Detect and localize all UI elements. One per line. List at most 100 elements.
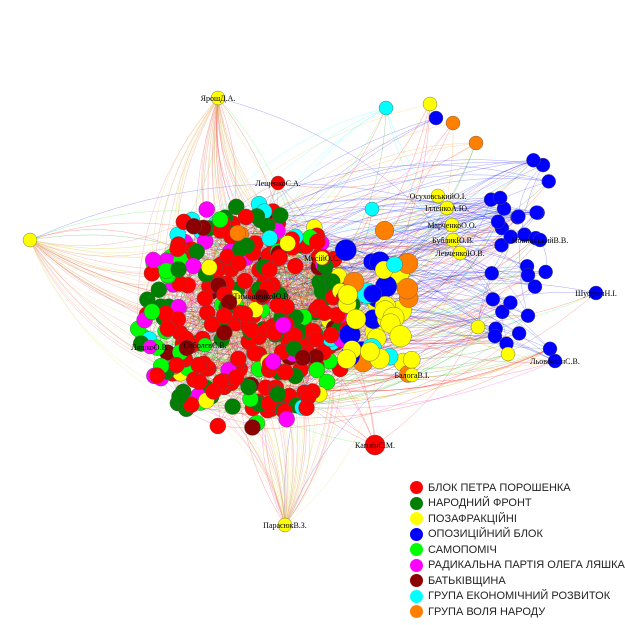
node-labeled-ob[interactable]	[532, 232, 548, 248]
node-nf[interactable]	[269, 385, 287, 403]
node-poza[interactable]	[22, 232, 38, 248]
node-eko[interactable]	[378, 100, 394, 116]
node-bpp[interactable]	[261, 261, 278, 279]
node-rad[interactable]	[278, 410, 295, 428]
node-labeled-poza[interactable]	[210, 90, 226, 106]
node-rad[interactable]	[145, 251, 162, 269]
node-labeled-poza[interactable]	[404, 367, 420, 383]
node-bpp[interactable]	[236, 272, 254, 290]
node-bpp[interactable]	[277, 363, 294, 381]
node-ob[interactable]	[503, 229, 518, 245]
node-nf[interactable]	[150, 281, 168, 298]
node-bpp[interactable]	[307, 330, 325, 348]
node-bpp[interactable]	[196, 290, 214, 307]
node-poza[interactable]	[337, 349, 357, 369]
node-sam[interactable]	[308, 361, 326, 379]
node-bpp[interactable]	[148, 367, 166, 384]
node-nf[interactable]	[188, 243, 205, 260]
node-rad[interactable]	[264, 353, 282, 370]
node-bpp[interactable]	[190, 356, 207, 374]
node-ob[interactable]	[334, 239, 357, 262]
node-nf[interactable]	[272, 207, 289, 224]
node-poza[interactable]	[337, 284, 358, 305]
node-bpp[interactable]	[159, 320, 177, 338]
node-poza[interactable]	[470, 319, 486, 335]
node-labeled-poza[interactable]	[445, 232, 461, 248]
node-ob[interactable]	[529, 205, 544, 220]
node-poza[interactable]	[201, 259, 218, 276]
node-labeled-ob[interactable]	[588, 285, 604, 301]
node-ob[interactable]	[541, 174, 556, 189]
node-nf[interactable]	[232, 240, 249, 258]
node-vol[interactable]	[445, 115, 461, 131]
node-bpp[interactable]	[209, 417, 227, 435]
node-ob[interactable]	[503, 295, 518, 310]
node-bpp[interactable]	[322, 326, 340, 344]
node-bpp[interactable]	[230, 254, 247, 272]
node-bpp[interactable]	[169, 240, 186, 258]
node-poza[interactable]	[402, 351, 421, 369]
node-eko[interactable]	[364, 201, 380, 217]
node-bpp[interactable]	[168, 356, 185, 374]
node-ob[interactable]	[542, 341, 558, 356]
node-bat[interactable]	[294, 349, 312, 366]
node-bpp[interactable]	[203, 316, 221, 333]
node-bat[interactable]	[215, 324, 233, 341]
node-bpp[interactable]	[191, 373, 208, 391]
node-bpp[interactable]	[298, 399, 315, 417]
node-bpp[interactable]	[230, 350, 247, 367]
node-ob[interactable]	[428, 110, 444, 126]
node-rad[interactable]	[198, 201, 215, 218]
node-bpp[interactable]	[236, 305, 254, 323]
node-ob[interactable]	[526, 153, 541, 168]
node-sam[interactable]	[143, 303, 161, 320]
node-vol[interactable]	[375, 220, 395, 240]
node-bat[interactable]	[244, 419, 261, 436]
node-labeled-sam[interactable]	[197, 337, 213, 353]
node-bpp[interactable]	[205, 383, 222, 400]
node-eko[interactable]	[386, 256, 403, 273]
node-labeled-poza[interactable]	[430, 188, 446, 204]
node-ob[interactable]	[495, 304, 510, 320]
node-bpp[interactable]	[271, 249, 288, 266]
node-nf[interactable]	[170, 261, 187, 278]
node-labeled-poza[interactable]	[314, 250, 330, 266]
node-poza[interactable]	[345, 309, 367, 330]
node-ob[interactable]	[494, 238, 509, 253]
node-bpp[interactable]	[157, 305, 174, 322]
node-ob[interactable]	[487, 328, 503, 344]
node-poza[interactable]	[422, 96, 438, 112]
node-bpp[interactable]	[215, 307, 233, 324]
node-ob[interactable]	[484, 266, 499, 281]
node-bpp[interactable]	[243, 321, 260, 339]
node-sam[interactable]	[318, 373, 336, 391]
node-ob[interactable]	[490, 214, 506, 229]
node-ob[interactable]	[520, 308, 536, 323]
node-ob[interactable]	[363, 284, 382, 303]
node-rad[interactable]	[275, 316, 292, 334]
node-bat[interactable]	[185, 218, 202, 235]
node-ob[interactable]	[538, 264, 553, 280]
node-ob[interactable]	[492, 190, 508, 206]
node-poza[interactable]	[500, 346, 516, 362]
node-nf[interactable]	[224, 398, 241, 415]
node-ob[interactable]	[520, 267, 536, 283]
node-bpp[interactable]	[287, 257, 304, 275]
node-labeled-bpp[interactable]	[270, 175, 286, 191]
node-ob[interactable]	[485, 292, 501, 307]
node-poza[interactable]	[360, 341, 380, 362]
node-labeled-bpp[interactable]	[364, 434, 386, 456]
node-bat[interactable]	[178, 339, 196, 357]
node-labeled-ob[interactable]	[547, 353, 563, 369]
node-labeled-bat[interactable]	[254, 288, 270, 304]
node-vol[interactable]	[468, 135, 484, 151]
node-poza[interactable]	[389, 325, 412, 348]
node-labeled-poza[interactable]	[277, 517, 293, 533]
node-labeled-poza[interactable]	[452, 245, 468, 261]
node-nf[interactable]	[171, 388, 188, 405]
node-vol[interactable]	[229, 224, 246, 242]
node-labeled-rad[interactable]	[142, 339, 158, 355]
node-vol[interactable]	[396, 278, 419, 300]
node-nf[interactable]	[240, 378, 257, 396]
node-poza[interactable]	[279, 235, 296, 252]
